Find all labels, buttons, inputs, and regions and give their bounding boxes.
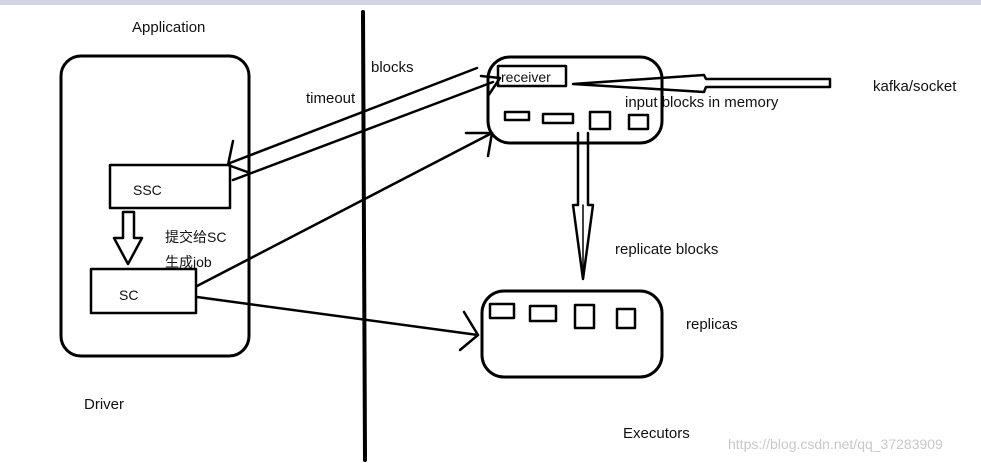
replica-executor-box: [480, 289, 664, 379]
input-block-1: [503, 110, 531, 122]
watermark: https://blog.csdn.net/qq_37283909: [728, 436, 943, 452]
executors-label: Executors: [623, 425, 690, 442]
sc-to-receiver-arrowhead: [464, 131, 494, 158]
input-block-3: [588, 110, 612, 131]
replica-block-3: [573, 303, 596, 330]
input-block-2: [541, 112, 575, 125]
driver-label: Driver: [84, 396, 124, 413]
kafka-input-arrow: [571, 73, 832, 94]
timeout-line: [231, 80, 495, 182]
timeout-label: timeout: [306, 90, 356, 107]
replica-block-1: [488, 302, 516, 320]
replica-block-4: [615, 307, 637, 330]
application-label: Application: [132, 19, 206, 36]
receiver-box: [496, 64, 568, 88]
blocks-label: blocks: [371, 59, 414, 76]
blocks-line: [228, 66, 479, 165]
receiver-arrowhead: [479, 74, 502, 98]
sc-to-receiver-line: [195, 131, 494, 288]
driver-box: [59, 54, 251, 358]
receiver-executor-box: [486, 55, 664, 145]
kafka-socket-label: kafka/socket: [873, 78, 957, 95]
ssc-arrowhead: [226, 139, 252, 175]
input-blocks-label: input blocks in memory: [625, 94, 779, 111]
replicate-blocks-arrow: [571, 131, 595, 281]
replica-block-2: [528, 304, 558, 323]
ssc-label: SSC: [133, 182, 162, 198]
sc-label: SC: [119, 287, 139, 303]
generate-job-label: 生成job: [165, 254, 212, 270]
ssc-to-sc-arrow: [112, 210, 144, 266]
receiver-label: receiver: [501, 69, 551, 85]
window-top-bar: [0, 0, 981, 5]
sc-box: [89, 267, 198, 315]
sc-to-replicas-arrowhead: [458, 310, 480, 352]
sc-to-replicas-line: [195, 295, 480, 337]
submit-to-sc-label: 提交给SC: [165, 229, 227, 245]
input-block-4: [627, 113, 650, 131]
ssc-box: [108, 163, 232, 210]
divider-line: [361, 10, 367, 462]
replicas-label: replicas: [686, 316, 738, 333]
replicate-blocks-label: replicate blocks: [615, 241, 719, 258]
